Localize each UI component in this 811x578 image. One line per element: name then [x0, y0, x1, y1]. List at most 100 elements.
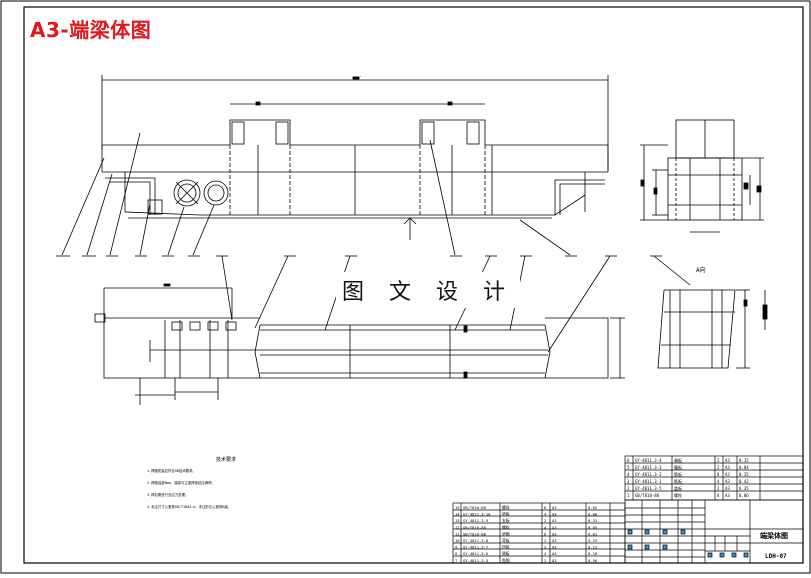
parts-upper-row-cell-code: GY-4811.3-4	[635, 458, 662, 463]
parts-upper-row-cell-code: GY-4811.3-3	[635, 465, 662, 470]
parts-upper-row-cell-no: 5	[627, 465, 630, 470]
parts-lower-row-cell-code: GY-4811.3-10	[463, 512, 491, 517]
parts-lower-row-cell-mat: A3	[552, 518, 557, 523]
inner-frame	[23, 6, 804, 564]
parts-lower-row-cell-no: 14	[455, 512, 460, 517]
parts-lower-row-cell-no: 13	[455, 518, 460, 523]
parts-lower-row-cell-mass: 0.12	[588, 545, 597, 550]
parts-lower-row-cell-no: 10	[455, 538, 460, 543]
parts-lower-row-cell-mass: 0.18	[588, 551, 598, 556]
tech-note-1: 1.焊缝质量应符合GB技术要求。	[147, 468, 196, 473]
parts-upper-row-cell-mass: 0.15	[739, 458, 749, 463]
parts-lower-row-cell-no: 8	[455, 551, 458, 556]
parts-lower-row-cell-mass: 0.31	[588, 518, 598, 523]
parts-lower-row-cell-mass: 0.05	[588, 525, 597, 530]
side-section-view	[640, 119, 764, 233]
parts-lower-row-cell-code: GY-4811.3-8	[463, 538, 489, 543]
parts-lower-row-cell-name: 挡板	[502, 545, 510, 550]
parts-upper-row-cell-qty: 2	[717, 458, 720, 463]
parts-lower-row-cell-no: 11	[455, 531, 460, 536]
parts-upper-row-cell-qty: 2	[717, 465, 720, 470]
parts-upper-row-cell-mass: 6.35	[739, 486, 749, 491]
parts-upper-row-cell-mass: 0.35	[739, 472, 749, 477]
parts-lower-row-cell-name: 角钢	[502, 558, 510, 563]
parts-lower-row-cell-mat: A3	[552, 558, 557, 563]
parts-upper-row-cell-mat: A3	[725, 493, 730, 498]
parts-lower-row-cell-mat: A3	[552, 525, 557, 530]
parts-lower-row-cell-qty: 2	[544, 558, 546, 563]
parts-lower-row-cell-qty: 4	[544, 551, 547, 556]
parts-lower-row-cell-mass: 0.25	[588, 538, 597, 543]
drawing-number-cell: LDH-07	[765, 553, 787, 560]
parts-lower-row-cell-code: GB/T810-88	[463, 531, 487, 536]
parts-upper-row-cell-mass: 0.42	[739, 479, 749, 484]
parts-upper-row-cell-code: GY-4811.3-2	[635, 472, 662, 477]
parts-lower-row-cell-name: 螺母	[502, 505, 510, 510]
parts-lower-row-cell-qty: 4	[544, 512, 547, 517]
parts-upper-row-cell-mass: 0.84	[739, 465, 749, 470]
parts-lower-row-cell-no: 15	[455, 505, 460, 510]
section-a-view	[657, 289, 768, 369]
parts-lower-row-cell-mat: A3	[552, 505, 557, 510]
parts-upper-row-cell-qty: 2	[717, 486, 720, 491]
parts-lower-row-cell-name: 隔板	[502, 551, 510, 556]
parts-lower-row-cell-no: 12	[455, 525, 460, 530]
parts-upper-row-cell-no: 6	[627, 458, 630, 463]
parts-lower-row-cell-mat: A3	[552, 538, 557, 543]
parts-upper-row-cell-mat: A3	[725, 472, 730, 477]
parts-upper-row-cell-name: 端板	[674, 457, 682, 463]
parts-upper-row-cell-mat: A3	[725, 458, 730, 463]
tech-notes-heading: 技术要求	[216, 456, 236, 463]
tech-note-2: 2.焊缝高度8mm，端梁与主梁焊接处应满焊。	[147, 480, 215, 485]
front-elevation-view	[56, 75, 609, 257]
parts-lower-row-cell-qty: 2	[544, 518, 546, 523]
parts-lower-row-cell-code: GY-4811.3-9	[463, 518, 489, 523]
overall-length-dim: ----	[352, 74, 362, 79]
parts-lower-row-cell-code: GY-4811.3-7	[463, 545, 488, 550]
parts-lower-row-cell-name: 螺栓	[502, 525, 510, 530]
parts-lower-row-cell-mass: 0.56	[588, 558, 598, 563]
parts-lower-row-cell-name: 垫圈	[502, 531, 510, 536]
parts-lower-row-cell-mass: 0.01	[588, 531, 598, 536]
parts-lower-row-cell-code: GY-4811.3-6	[463, 551, 489, 556]
parts-upper-row-cell-mat: A3	[725, 465, 730, 470]
parts-lower-row-cell-no: 9	[455, 545, 458, 550]
drawing-title: A3-端梁体图	[30, 18, 152, 42]
parts-lower-row-cell-mat: A3	[552, 512, 557, 517]
parts-upper-row-cell-qty: 8	[717, 472, 720, 477]
parts-lower-row-cell-mat: A3	[552, 551, 557, 556]
parts-lower-row-cell-code: GB/T810-88	[463, 525, 487, 530]
parts-upper-row-cell-name: 盖板	[674, 485, 682, 491]
parts-lower-row-cell-name: 垫板	[502, 512, 510, 517]
parts-lower-row-cell-qty: 2	[544, 538, 546, 543]
tech-note-3: 3.焊后需进行去应力处理。	[147, 492, 188, 497]
parts-upper-row-cell-no: 4	[627, 472, 630, 477]
parts-lower-row-cell-code: GY-4811.3-5	[463, 558, 488, 563]
parts-lower-row-cell-qty: 6	[544, 531, 547, 536]
parts-upper-row-cell-mat: A3	[725, 479, 730, 484]
parts-upper-row-cell-qty: 8	[717, 493, 720, 498]
parts-upper-row-cell-qty: 4	[717, 479, 720, 484]
parts-upper-row-cell-name: 螺栓	[674, 492, 682, 498]
parts-upper-row-cell-no: 1	[627, 493, 630, 498]
parts-lower-row-cell-qty: 2	[544, 545, 546, 550]
parts-lower-row-cell-mat: A3	[552, 545, 557, 550]
parts-upper-row-cell-mass: 0.06	[739, 493, 749, 498]
parts-upper-row-cell-code: GB/T810-88	[635, 493, 660, 498]
watermark-text: 图 文 设 计	[336, 272, 520, 308]
parts-upper-row-cell-no: 3	[627, 479, 630, 484]
parts-lower-row-cell-name: 支板	[502, 518, 510, 523]
parts-upper-row-cell-code: GY-4811.3-1	[635, 479, 662, 484]
parts-lower-row-cell-mass: 0.08	[588, 512, 598, 517]
parts-upper-row-cell-code: GY-4811.3-5	[635, 486, 662, 491]
parts-upper-row-cell-name: 筋板	[674, 478, 682, 484]
parts-lower-row-cell-qty: 6	[544, 505, 547, 510]
parts-upper-row-cell-no: 2	[627, 486, 630, 491]
section-a-label: A向	[696, 266, 706, 274]
parts-upper-row-cell-mat: A3	[725, 486, 730, 491]
